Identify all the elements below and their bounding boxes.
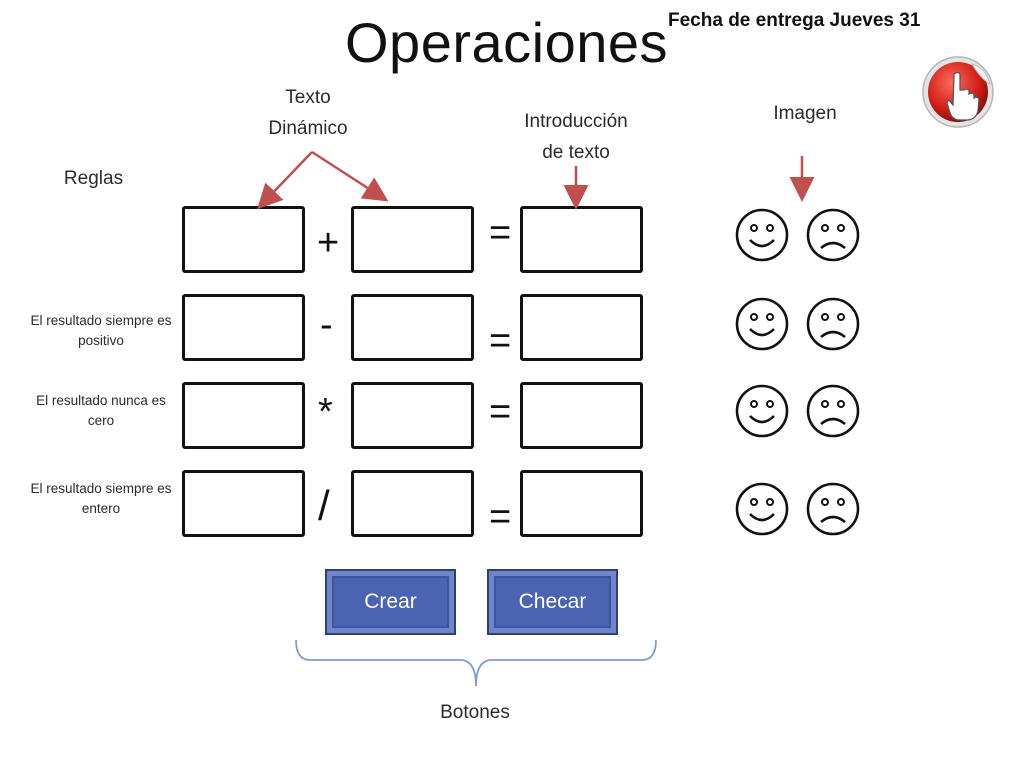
plus-operator: +	[317, 222, 340, 264]
rule-not-zero: El resultado nunca es cero	[36, 393, 166, 428]
answer-input-box[interactable]	[520, 470, 643, 537]
due-date-label: Fecha de entrega Jueves 31	[668, 10, 921, 31]
botones-label: Botones	[440, 702, 510, 723]
rule-positive: El resultado siempre es positivo	[30, 313, 172, 348]
introduccion-label: Introducción de texto	[524, 111, 628, 163]
texto-dinamico-label: Texto Dinámico	[268, 87, 348, 139]
operand-b-box	[351, 294, 474, 361]
pointing-hand-icon	[920, 54, 996, 130]
answer-input-box[interactable]	[520, 206, 643, 273]
crear-button[interactable]: Crear	[325, 569, 456, 635]
answer-input-box[interactable]	[520, 382, 643, 449]
smiley-sad-icon	[806, 384, 860, 438]
smiley-sad-icon	[806, 297, 860, 351]
equals-sign: =	[489, 320, 512, 362]
operand-b-box	[351, 470, 474, 537]
smiley-happy-icon	[735, 297, 789, 351]
minus-operator: -	[320, 304, 333, 346]
smiley-sad-icon	[806, 482, 860, 536]
equals-sign: =	[489, 496, 512, 538]
reglas-label: Reglas	[63, 168, 124, 189]
smiley-happy-icon	[735, 384, 789, 438]
rule-integer: El resultado siempre es entero	[30, 481, 172, 516]
operand-a-box	[182, 294, 305, 361]
smiley-sad-icon	[806, 208, 860, 262]
smiley-happy-icon	[735, 482, 789, 536]
operand-a-box	[182, 470, 305, 537]
botones-brace	[295, 639, 657, 687]
multiply-operator: *	[318, 391, 333, 433]
smiley-happy-icon	[735, 208, 789, 262]
page-title: Operaciones	[345, 11, 669, 74]
operand-b-box	[351, 206, 474, 273]
answer-input-box[interactable]	[520, 294, 643, 361]
operand-a-box	[182, 382, 305, 449]
divide-operator: /	[318, 482, 330, 529]
imagen-label: Imagen	[773, 103, 837, 124]
checar-button[interactable]: Checar	[487, 569, 618, 635]
equals-sign: =	[489, 212, 512, 254]
operand-b-box	[351, 382, 474, 449]
equals-sign: =	[489, 391, 512, 433]
operand-a-box	[182, 206, 305, 273]
